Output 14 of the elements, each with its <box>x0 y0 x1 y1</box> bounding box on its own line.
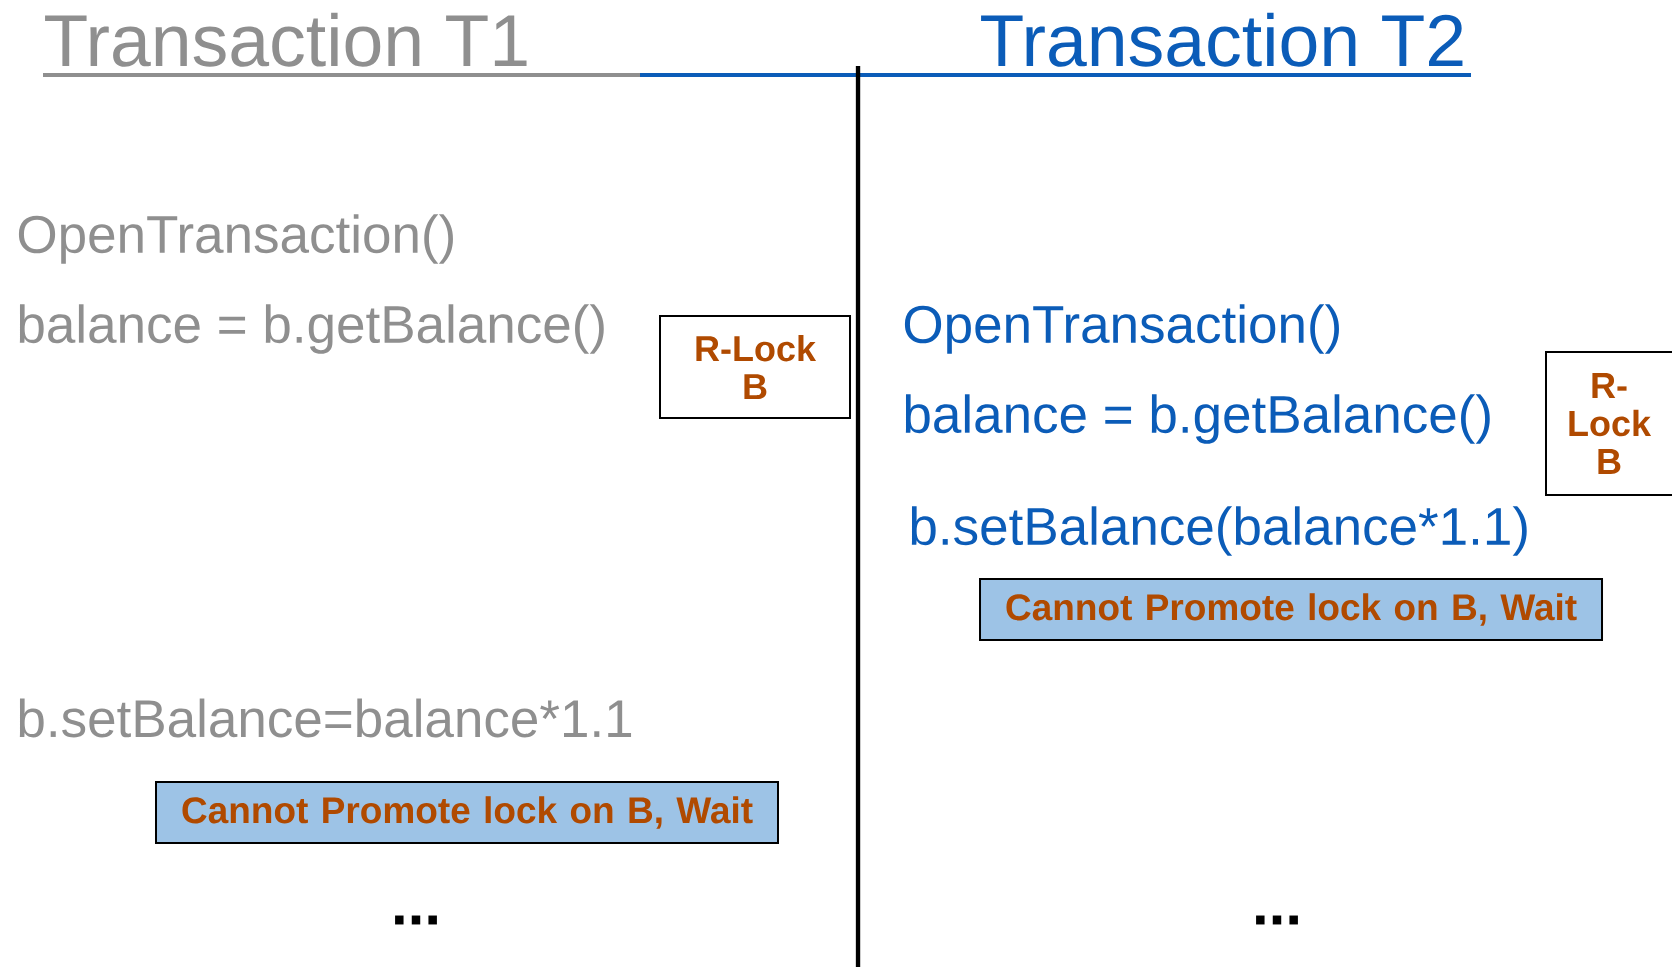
column-title: Transaction T1 <box>45 12 527 67</box>
code-line: b.setBalance=balance*1.1 <box>19 698 632 738</box>
status-box: Cannot Promote lock on B, Wait <box>979 578 1603 641</box>
code-line: OpenTransaction() <box>904 304 1339 354</box>
ellipsis: ... <box>1256 915 1298 925</box>
lock-box: R-Lock B <box>1545 351 1672 496</box>
column-title: Transaction T2 <box>981 12 1463 67</box>
code-line: balance = b.getBalance() <box>19 304 604 354</box>
code-line: b.setBalance(balance*1.1) <box>911 506 1527 556</box>
code-line: balance = b.getBalance() <box>905 394 1490 444</box>
code-line: OpenTransaction() <box>18 214 453 264</box>
ellipsis: ... <box>395 915 437 925</box>
status-box: Cannot Promote lock on B, Wait <box>155 781 779 844</box>
lock-box: R-Lock B <box>659 315 851 419</box>
